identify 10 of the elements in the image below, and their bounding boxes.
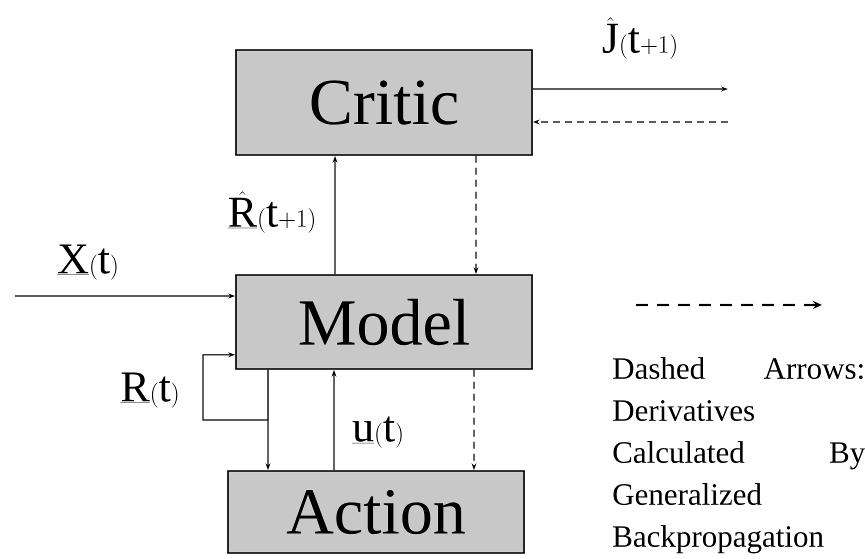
legend-text: Dashed Arrows: Derivatives Calculated By Generalized Backpropagation	[613, 357, 865, 554]
arrow	[202, 352, 269, 421]
edge-label: $\hat{\mathrm{J}}(\mathrm{t}{+}1)$	[602, 17, 676, 59]
process-box: Action	[227, 470, 525, 554]
process-box: Critic	[235, 49, 533, 156]
edge-label: $\underline{\mathrm{R}}(\mathrm{t})$	[120, 372, 178, 408]
edge-label: $\underline{\hat{\mathrm{R}}}(\mathrm{t}{+}1)$	[228, 191, 314, 233]
process-box: Model	[235, 274, 533, 370]
edge-label: $\underline{\mathrm{u}}(\mathrm{t})$	[352, 416, 402, 448]
edge-label: $\underline{\mathrm{X}}(\mathrm{t})$	[57, 244, 117, 280]
